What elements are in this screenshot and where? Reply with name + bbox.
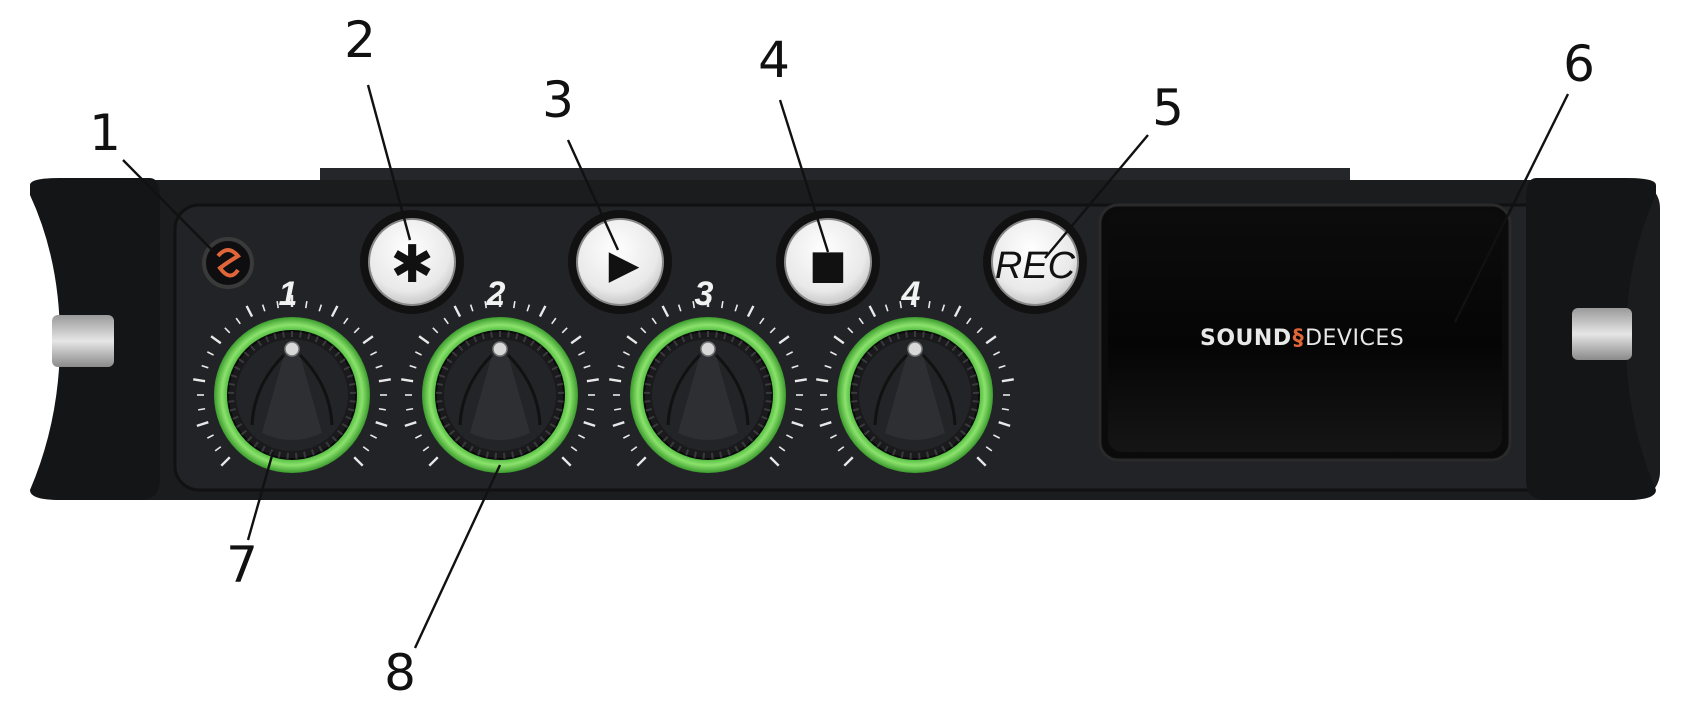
knob-4-label: 4 <box>901 275 921 313</box>
callout-7: 7 <box>226 536 258 594</box>
power-logo-icon <box>216 248 242 278</box>
leader-line-2 <box>366 84 412 241</box>
callout-1: 1 <box>89 104 121 162</box>
brand-right: DEVICES <box>1305 326 1405 351</box>
leader-line-5 <box>1044 134 1149 259</box>
callout-6: 6 <box>1563 35 1595 93</box>
play-button[interactable] <box>568 210 672 314</box>
leader-line-3 <box>566 139 620 251</box>
knob-1-indicator <box>284 341 300 357</box>
knob-3-label: 3 <box>695 275 714 313</box>
callout-2: 2 <box>344 11 376 69</box>
knob-4-indicator <box>907 341 923 357</box>
stop-button[interactable] <box>776 210 880 314</box>
gain-knob-1[interactable]: 1 <box>193 275 391 473</box>
play-icon: ▶ <box>609 242 640 288</box>
rec-label: REC <box>995 245 1076 287</box>
gain-knob-3[interactable]: 3 <box>609 275 807 473</box>
knob-1-label: 1 <box>279 275 298 313</box>
callout-3: 3 <box>542 71 574 129</box>
brand-swirl-icon: § <box>1292 326 1305 351</box>
leader-line-1 <box>122 159 215 253</box>
star-icon: ✱ <box>390 235 434 295</box>
leader-lines <box>122 84 1570 649</box>
left-pin <box>52 315 114 367</box>
leader-line-8 <box>413 464 502 649</box>
brand-logo: SOUND§DEVICES <box>1200 326 1404 351</box>
knob-2-indicator <box>492 341 508 357</box>
callout-8: 8 <box>384 644 416 702</box>
leader-line-6 <box>1453 93 1570 323</box>
gain-knob-2[interactable]: 2 <box>401 275 599 473</box>
rec-button[interactable] <box>983 210 1087 314</box>
screen-display <box>1108 212 1502 452</box>
gain-knob-4[interactable]: 4 <box>816 275 1014 473</box>
leader-line-4 <box>778 99 830 253</box>
right-pin <box>1572 308 1632 360</box>
brand-left: SOUND <box>1200 326 1292 351</box>
knob-3-indicator <box>700 341 716 357</box>
callout-5: 5 <box>1152 79 1184 137</box>
leader-line-7 <box>246 451 275 541</box>
knob-2-label: 2 <box>486 275 506 313</box>
star-button[interactable] <box>360 210 464 314</box>
callout-4: 4 <box>758 31 790 89</box>
